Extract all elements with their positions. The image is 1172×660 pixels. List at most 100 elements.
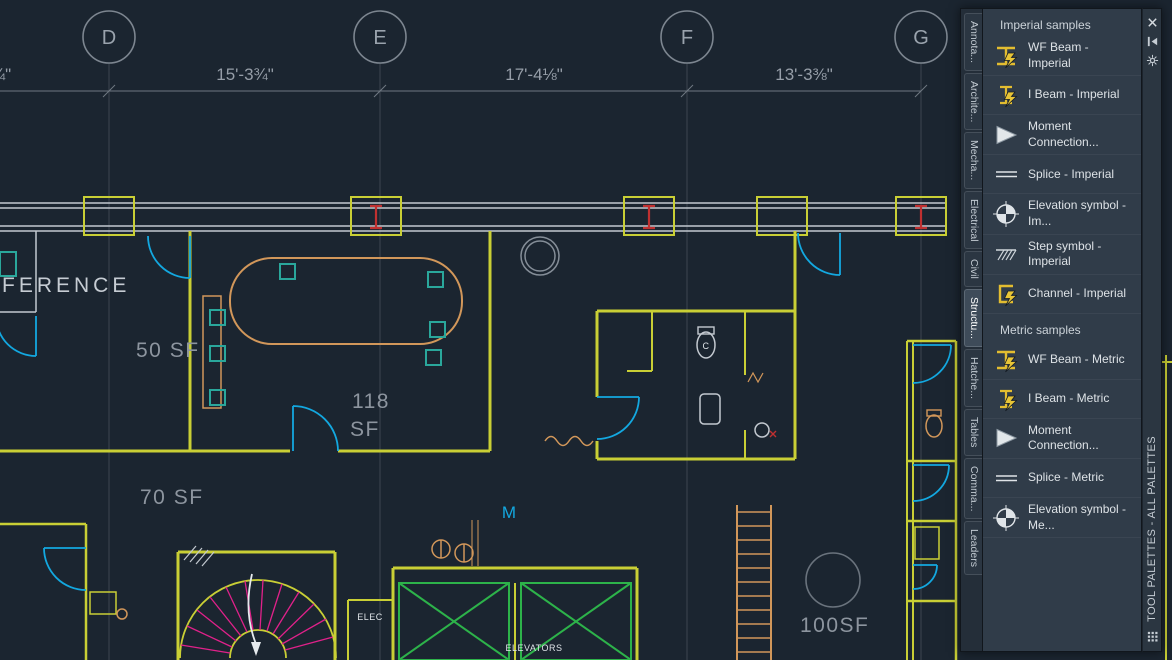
trash-cans [431, 539, 474, 563]
tool-splice-metric[interactable]: Splice - Metric [983, 459, 1141, 498]
tool-label: I Beam - Metric [1028, 390, 1110, 405]
tool-splice-imperial[interactable]: Splice - Imperial [983, 155, 1141, 195]
column-markers [83, 196, 947, 236]
close-icon[interactable] [1146, 16, 1159, 29]
palette-title-bar[interactable]: TOOL PALETTES - ALL PALETTES [1142, 8, 1162, 652]
urinal [699, 393, 721, 425]
tool-moment-connection-imperial[interactable]: Moment Connection... [983, 115, 1141, 156]
tool-i-beam-metric[interactable]: I Beam - Metric [983, 380, 1141, 419]
tab-civil[interactable]: Civil [964, 251, 982, 288]
corridor-door-right [797, 232, 841, 276]
grid-lines [108, 63, 922, 660]
tool-label: Moment Connection... [1028, 422, 1099, 453]
area-circle [805, 552, 861, 608]
metric-samples-header: Metric samples [1000, 322, 1081, 337]
tab-architectural[interactable]: Archite... [964, 73, 982, 131]
conference-table [229, 257, 463, 345]
tool-label: Moment Connection... [1028, 119, 1099, 149]
imperial-samples-header: Imperial samples [1000, 18, 1091, 32]
right-rooms [906, 339, 958, 660]
auto-hide-icon[interactable] [1146, 35, 1159, 48]
grid-bubble-d: D [102, 27, 116, 49]
dimension-left-partial: ¾" [0, 65, 11, 84]
restroom: C [544, 231, 841, 461]
tab-structural[interactable]: Structu... [964, 289, 982, 348]
tab-electrical[interactable]: Electrical [964, 190, 982, 250]
moment-connection-icon [990, 120, 1022, 150]
area-70-label: 70 SF [140, 486, 204, 509]
elevator-cabs [398, 582, 632, 660]
palette-content: Imperial samples WF Beam - Imperial I Be… [982, 8, 1142, 652]
tool-palettes-window: Annota... Archite... Mecha... Electrical… [960, 8, 1162, 652]
channel-icon [990, 279, 1022, 309]
palette-tab-strip: Annota... Archite... Mecha... Electrical… [960, 8, 982, 652]
step-symbol-icon [990, 239, 1022, 269]
grid-bubble-g: G [913, 27, 929, 49]
tool-label: Splice - Metric [1028, 470, 1105, 485]
right-edge-walls [1160, 355, 1172, 660]
corridor-wall-band [0, 196, 947, 276]
properties-gear-icon[interactable] [1146, 54, 1159, 67]
tool-moment-connection-metric[interactable]: Moment Connection... [983, 419, 1141, 459]
tool-i-beam-imperial[interactable]: I Beam - Imperial [983, 76, 1141, 116]
area-50-label: 50 SF [136, 339, 200, 362]
area-100-label: 100SF [800, 614, 869, 637]
moment-connection-icon [990, 423, 1022, 453]
stairwell [176, 545, 337, 660]
wall-break-squiggle [544, 435, 594, 447]
tool-channel-imperial[interactable]: Channel - Imperial [983, 275, 1141, 314]
wc-letter: C [703, 341, 710, 351]
tool-label: Elevation symbol - Me... [1028, 501, 1127, 532]
tab-annotation[interactable]: Annota... [964, 13, 982, 72]
m-marker: M [502, 503, 516, 522]
tab-tables[interactable]: Tables [964, 409, 982, 456]
round-column [520, 236, 560, 276]
tool-wf-beam-imperial[interactable]: WF Beam - Imperial [983, 36, 1141, 77]
tool-label: Step symbol - Imperial [1028, 238, 1102, 269]
tool-label: I Beam - Imperial [1028, 87, 1120, 102]
sink [754, 422, 770, 438]
tab-leaders[interactable]: Leaders [964, 521, 982, 576]
tool-elevation-symbol-imperial[interactable]: Elevation symbol - Im... [983, 194, 1141, 235]
grid-bubble-e: E [373, 27, 386, 49]
tool-wf-beam-metric[interactable]: WF Beam - Metric [983, 341, 1141, 380]
tool-label: Splice - Imperial [1028, 166, 1115, 181]
tool-elevation-symbol-metric[interactable]: Elevation symbol - Me... [983, 498, 1141, 539]
tool-step-symbol-imperial[interactable]: Step symbol - Imperial [983, 235, 1141, 275]
grid-bubble-f: F [681, 27, 693, 49]
dimension-string: ¾" 15'-3¾" 17'-4⅛" 13'-3⅜" [0, 65, 928, 98]
palette-menu-grid-icon[interactable] [1146, 630, 1159, 643]
stair-treads [180, 579, 334, 654]
column-steel-marks [370, 204, 927, 230]
entry-hatch [183, 545, 215, 567]
toilet: C [696, 326, 716, 359]
area-118-unit: SF [350, 418, 380, 441]
elevation-symbol-icon [990, 503, 1022, 533]
tab-command[interactable]: Comma... [964, 457, 982, 520]
conference-label-partial: FERENCE [2, 274, 130, 297]
right-toilet [925, 409, 943, 438]
palette-title-text: TOOL PALETTES - ALL PALETTES [1146, 436, 1158, 622]
conference-room [147, 231, 492, 453]
dimension-d-e: 15'-3¾" [216, 65, 273, 84]
dimension-f-g: 13'-3⅜" [775, 65, 832, 84]
tab-hatches[interactable]: Hatche... [964, 349, 982, 408]
i-beam-icon [990, 80, 1022, 110]
elevation-symbol-icon [990, 199, 1022, 229]
wf-beam-icon [990, 41, 1022, 71]
credenza [202, 295, 222, 409]
left-edge-rooms [0, 231, 190, 660]
splice-icon [990, 463, 1022, 493]
stair-direction-arrow [247, 573, 257, 645]
dimension-e-f: 17'-4⅛" [505, 65, 562, 84]
access-ladder [736, 505, 772, 660]
splice-icon [990, 159, 1022, 189]
elevator-core: ELEC ELEVATORS M [347, 503, 639, 660]
tool-label: Elevation symbol - Im... [1028, 198, 1127, 228]
corridor-door [147, 235, 191, 279]
tab-mechanical[interactable]: Mecha... [964, 132, 982, 189]
area-118-value: 118 [352, 390, 390, 413]
chairs [209, 263, 446, 406]
tool-label: WF Beam - Imperial [1028, 40, 1089, 70]
